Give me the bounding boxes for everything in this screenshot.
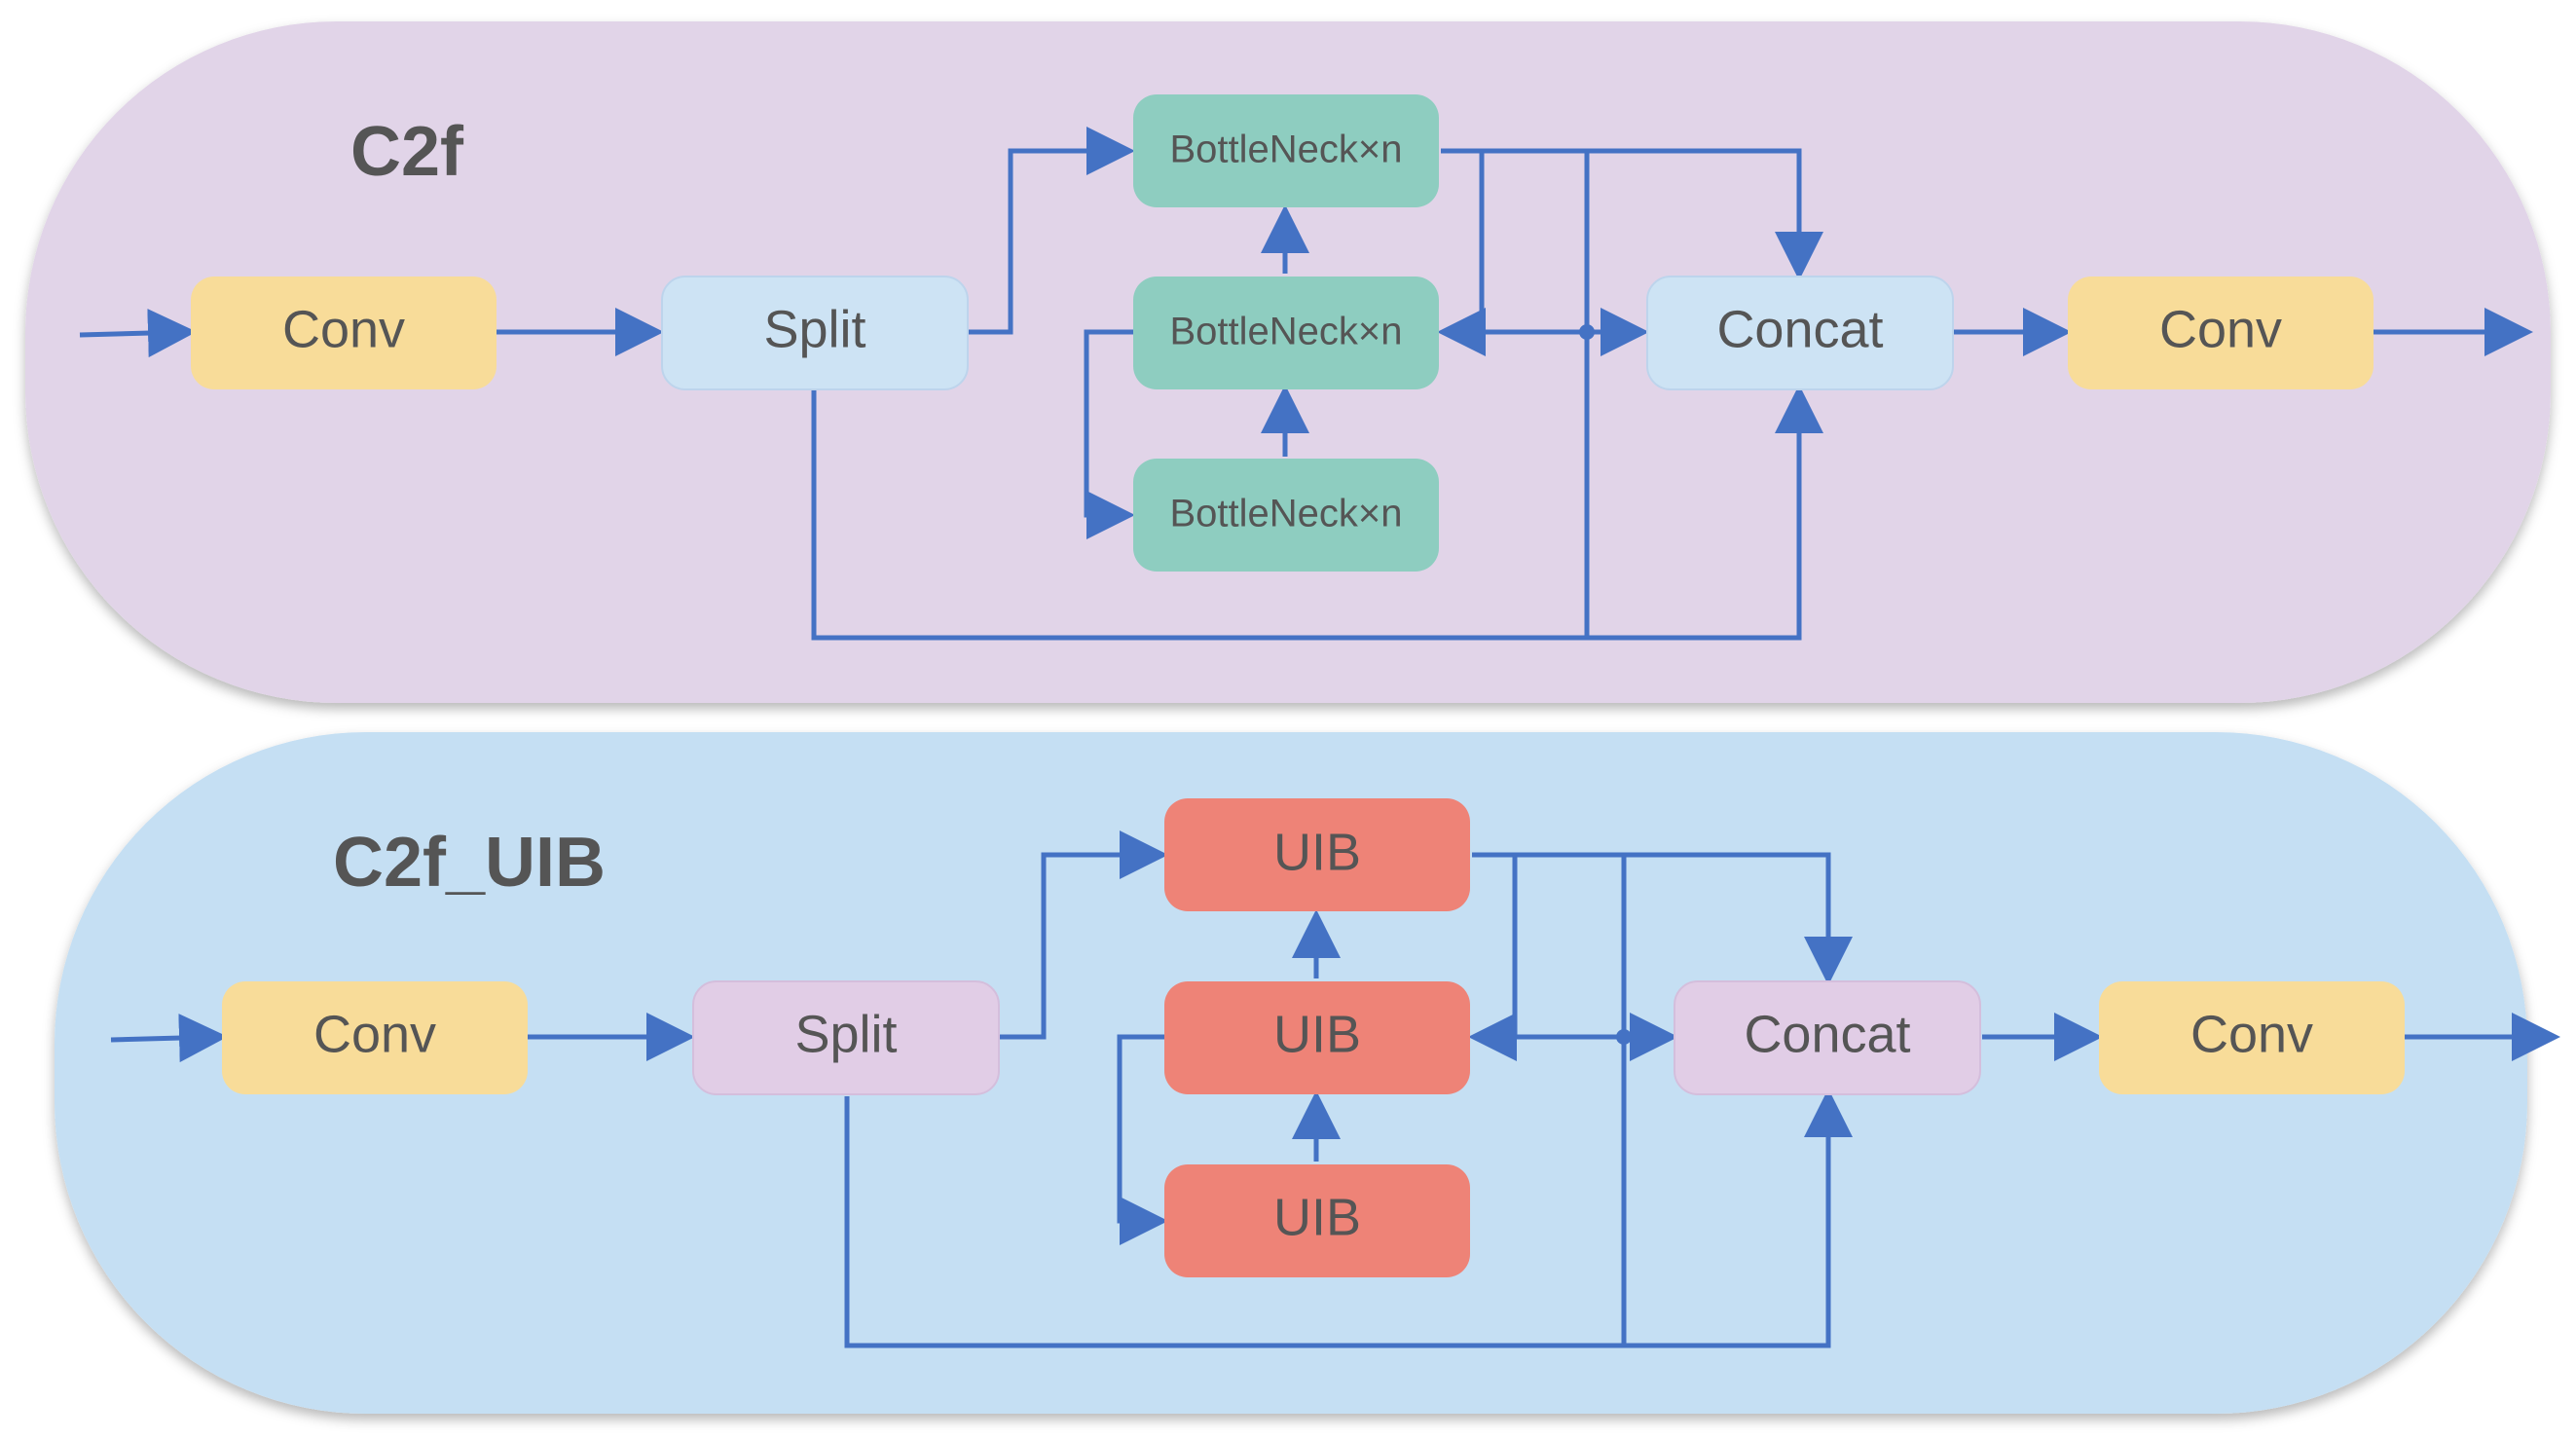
panel-c2f-uib-wires bbox=[110, 830, 2560, 1348]
panel-c2f-uib-title: C2f_UIB bbox=[333, 824, 606, 902]
panel-c2f-uib-block-top-label: UIB bbox=[1273, 823, 1361, 881]
panel-c2f-conv-out-label: Conv bbox=[2159, 300, 2282, 358]
panel-c2f-wires bbox=[79, 127, 2533, 641]
panel-c2f-uib-conv-in-label: Conv bbox=[313, 1005, 436, 1063]
panel-c2f-uib-split: Split bbox=[692, 980, 1000, 1095]
panel-c2f-uib-concat: Concat bbox=[1674, 980, 1981, 1095]
panel-c2f-uib-block-bottom-label: UIB bbox=[1273, 1188, 1361, 1246]
panel-c2f-concat: Concat bbox=[1646, 276, 1954, 390]
panel-c2f-conv-in: Conv bbox=[191, 277, 497, 389]
panel-c2f-uib-block-mid: UIB bbox=[1164, 981, 1470, 1094]
panel-c2f-uib-conv-out-label: Conv bbox=[2190, 1005, 2313, 1063]
panel-c2f-block-mid-label: BottleNeck×n bbox=[1169, 311, 1402, 353]
panel-c2f-uib-block-bottom: UIB bbox=[1164, 1164, 1470, 1277]
panel-c2f-title: C2f bbox=[350, 113, 464, 191]
panel-c2f-uib-block-top: UIB bbox=[1164, 798, 1470, 911]
panel-c2f-uib-conv-out: Conv bbox=[2099, 981, 2405, 1094]
panel-c2f-conv-out: Conv bbox=[2068, 277, 2374, 389]
panel-c2f-block-bottom-label: BottleNeck×n bbox=[1169, 493, 1402, 535]
panel-c2f-conv-in-label: Conv bbox=[282, 300, 405, 358]
panel-c2f-block-top-label: BottleNeck×n bbox=[1169, 129, 1402, 171]
panel-c2f-split-label: Split bbox=[763, 300, 865, 358]
panel-c2f-uib: C2f_UIB Conv Split bbox=[55, 732, 2560, 1414]
panel-c2f-uib-concat-label: Concat bbox=[1744, 1005, 1910, 1063]
panel-c2f: C2f Conv Split bbox=[25, 21, 2551, 703]
panel-c2f-concat-label: Concat bbox=[1716, 300, 1883, 358]
panel-c2f-block-bottom: BottleNeck×n bbox=[1133, 459, 1439, 572]
panel-c2f-uib-block-mid-label: UIB bbox=[1273, 1005, 1361, 1063]
panel-c2f-block-mid: BottleNeck×n bbox=[1133, 277, 1439, 389]
panel-c2f-uib-split-label: Split bbox=[794, 1005, 897, 1063]
panel-c2f-split: Split bbox=[661, 276, 969, 390]
panel-c2f-uib-conv-in: Conv bbox=[222, 981, 528, 1094]
panel-c2f-block-top: BottleNeck×n bbox=[1133, 94, 1439, 207]
